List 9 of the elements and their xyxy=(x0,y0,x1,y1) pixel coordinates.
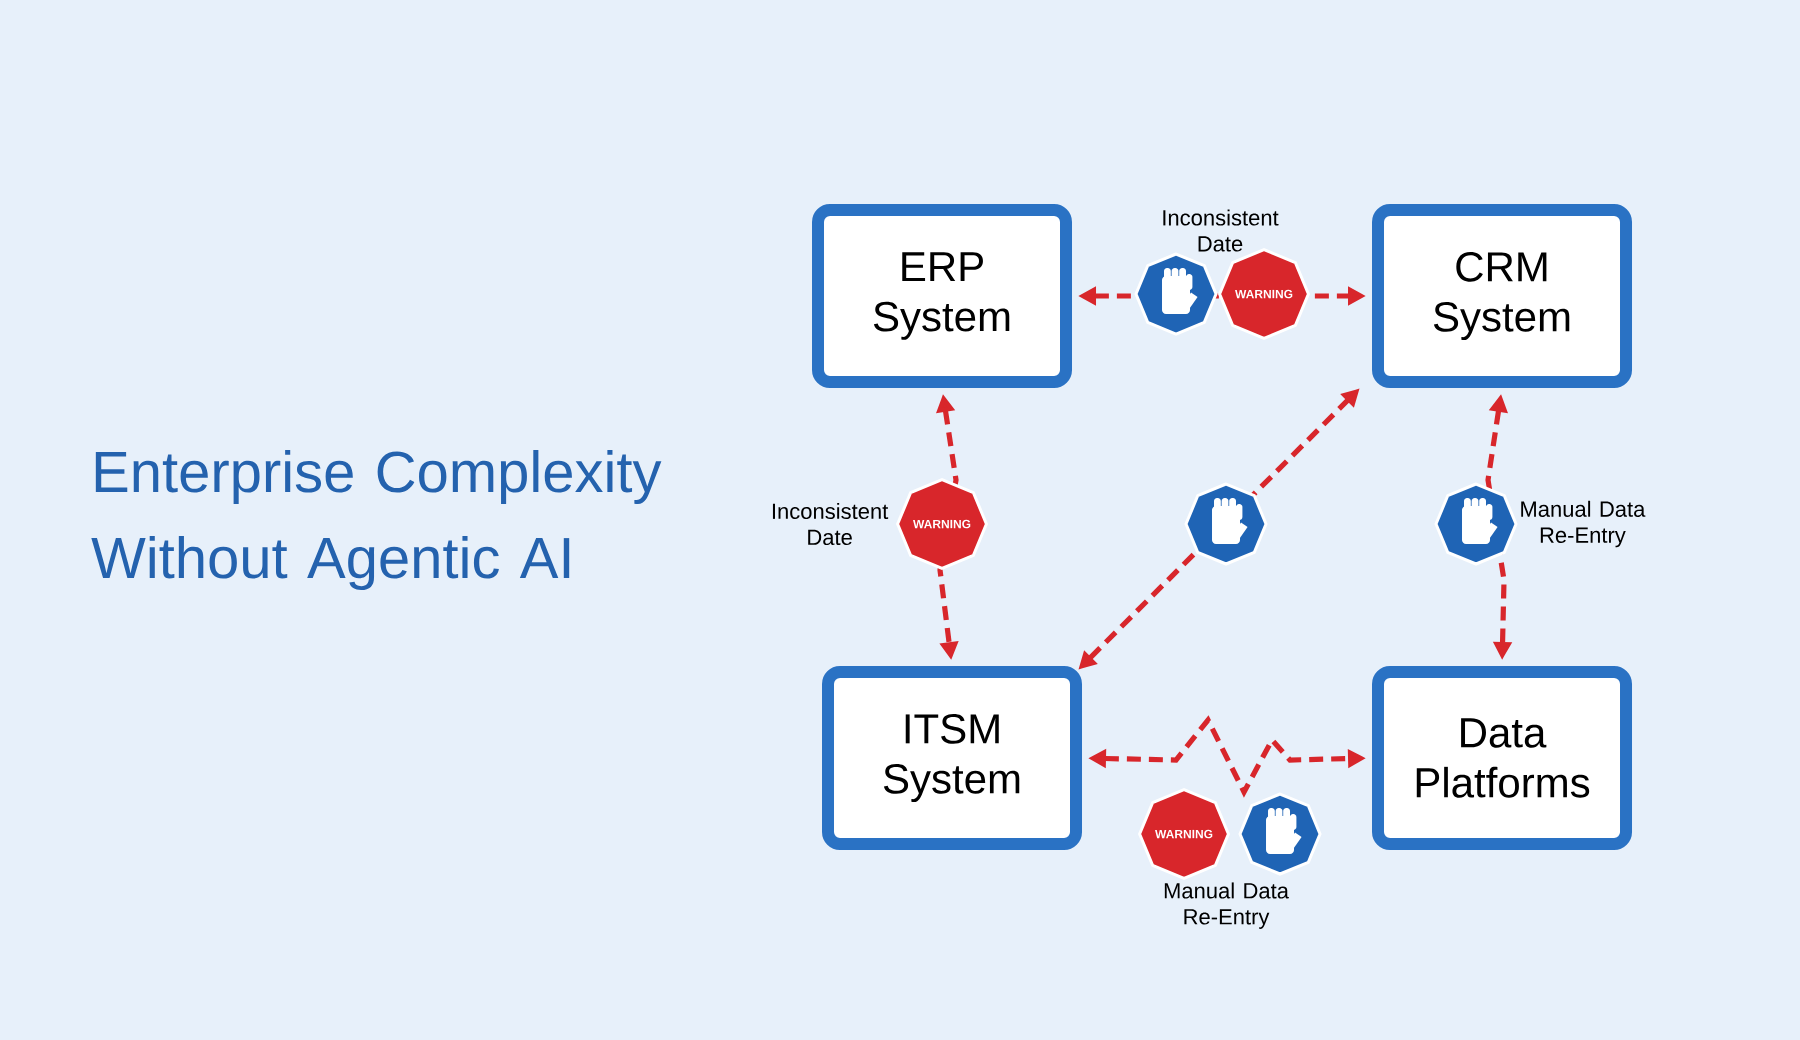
edge-label: Inconsistent Date xyxy=(772,502,889,546)
system-box: CRM System xyxy=(1372,204,1632,388)
system-box: ERP System xyxy=(812,204,1072,388)
system-box: ITSM System xyxy=(822,666,1082,850)
edge-label: Manual Data Re-Entry xyxy=(1164,882,1289,929)
edge-label: Inconsistent Date xyxy=(1163,209,1279,252)
edge-label: Manual Data Re-Entry xyxy=(1521,500,1646,548)
title: Enterprise Complexity Without Agentic AI xyxy=(91,449,662,591)
system-box: Data Platforms xyxy=(1372,666,1632,850)
